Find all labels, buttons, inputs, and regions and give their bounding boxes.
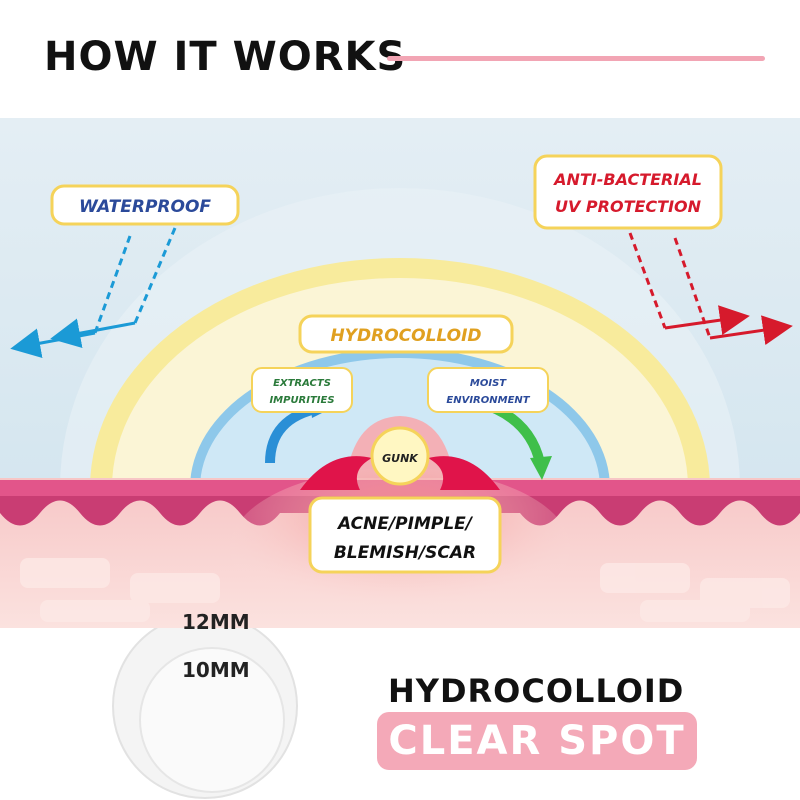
acne-label-2: BLEMISH/SCAR: [334, 543, 476, 563]
antibacterial-deflect: [664, 305, 793, 346]
hydrocolloid-box: [298, 314, 514, 354]
diagram-svg: GUNK WATERPROOF ANTI-BACTERIAL UV PRO: [0, 118, 800, 628]
extracts-label-2: IMPURITIES: [269, 395, 334, 406]
product-section: [0, 628, 800, 800]
waterproof-box: [50, 184, 240, 226]
acne-label-1: ACNE/PIMPLE/: [336, 514, 474, 534]
moist-box: [427, 367, 549, 413]
pimple-right: [428, 456, 500, 490]
badge-text: CLEAR SPOT: [388, 718, 686, 764]
gunk-label: GUNK: [382, 452, 419, 465]
pimple-left: [300, 456, 372, 490]
header: HOW IT WORKS: [0, 0, 800, 118]
patch-image: [112, 628, 298, 799]
acne-box: [308, 496, 502, 574]
page-title: HOW IT WORKS: [44, 34, 407, 80]
waterproof-deflect: [10, 318, 136, 359]
waterproof-arrows: [93, 227, 177, 334]
how-it-works-diagram: GUNK WATERPROOF ANTI-BACTERIAL UV PRO: [0, 118, 800, 628]
antibacterial-box: [533, 154, 723, 230]
moist-label-2: ENVIRONMENT: [446, 395, 530, 406]
title-divider: [387, 56, 765, 61]
product-name: HYDROCOLLOID: [388, 672, 685, 710]
antibacterial-label-1: ANTI-BACTERIAL: [552, 170, 702, 189]
product-badge: CLEAR SPOT: [377, 712, 697, 770]
size-label-10mm: 10MM: [182, 658, 250, 682]
gunk-circle: [370, 426, 430, 486]
moist-arrow-head: [530, 456, 552, 480]
extracts-label-1: EXTRACTS: [273, 378, 331, 389]
antibacterial-label-2: UV PROTECTION: [555, 197, 702, 216]
moist-label-1: MOIST: [470, 378, 507, 389]
patch-10mm: [139, 647, 285, 793]
hydrocolloid-label: HYDROCOLLOID: [330, 326, 481, 346]
extracts-box: [251, 367, 353, 413]
skin-cells: [20, 558, 790, 622]
waterproof-label: WATERPROOF: [79, 197, 211, 217]
size-label-12mm: 12MM: [182, 610, 250, 634]
